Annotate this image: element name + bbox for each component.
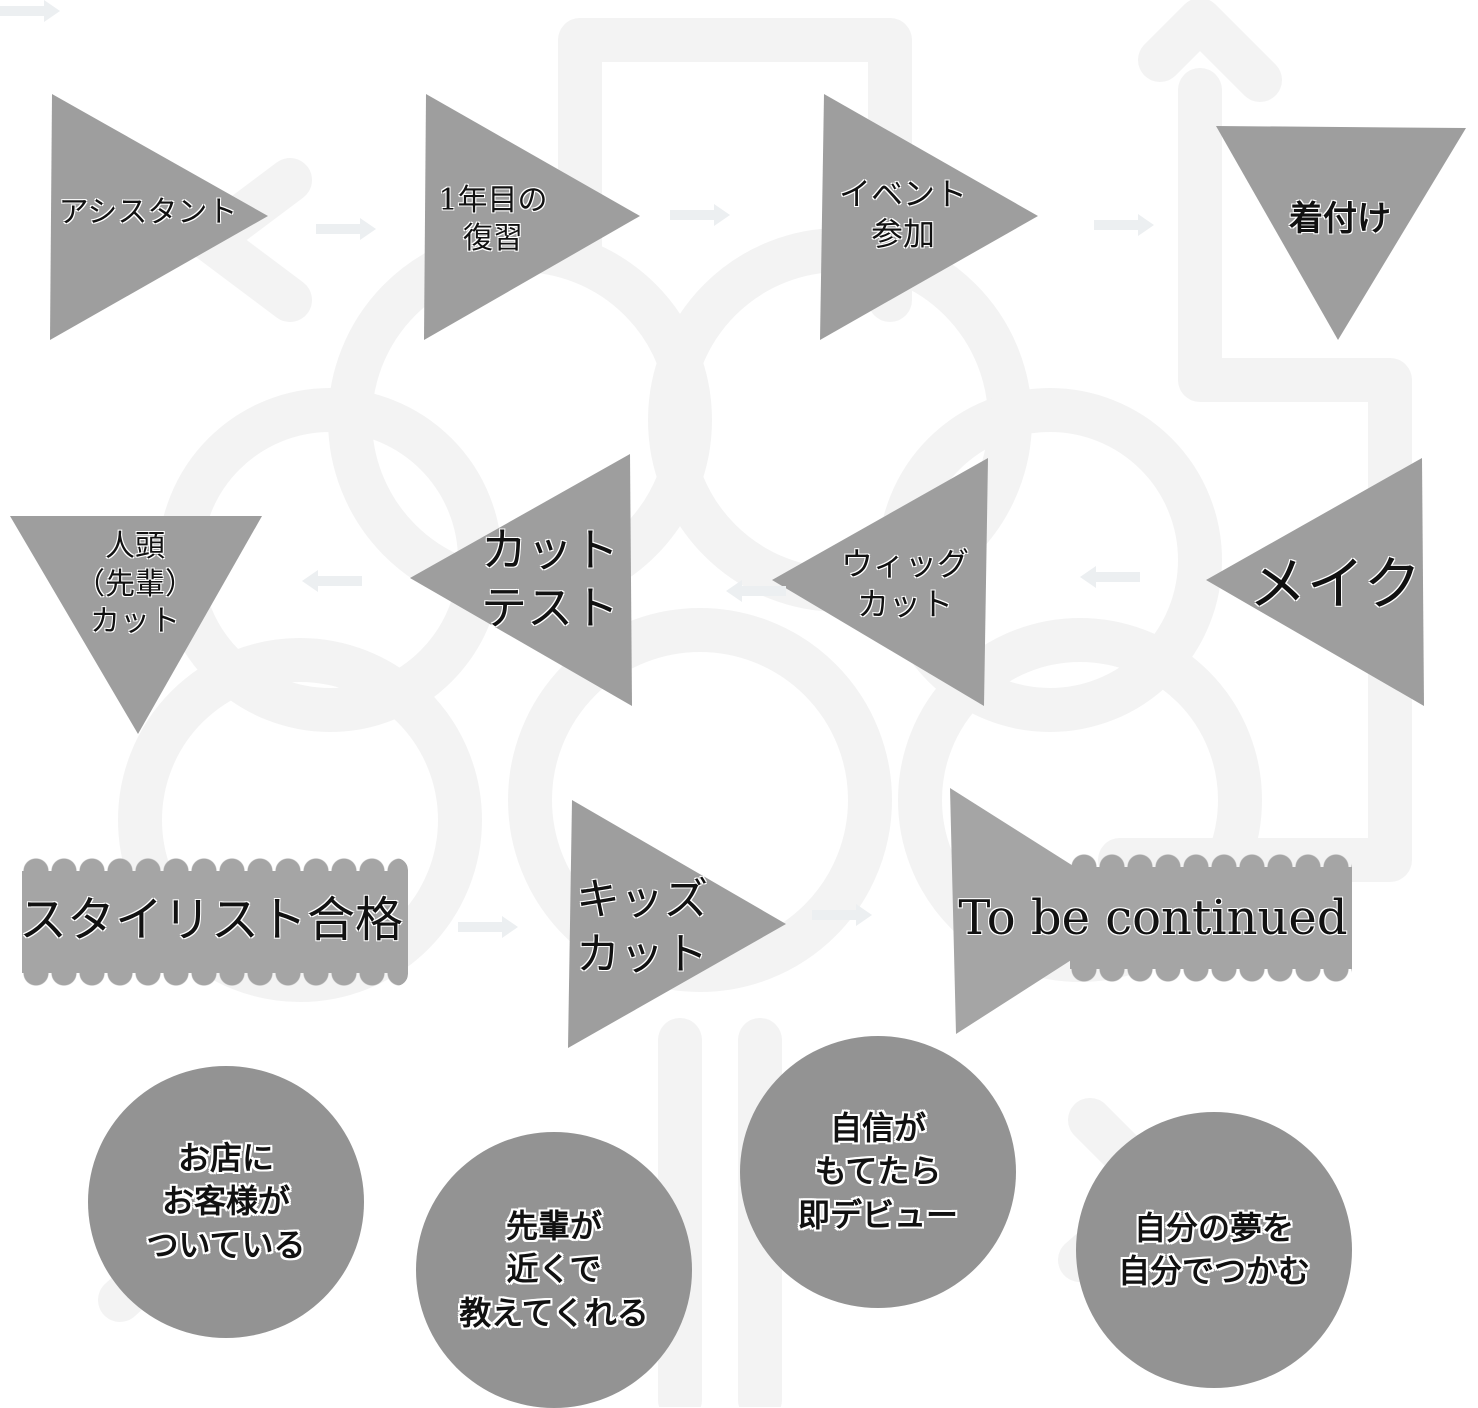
step-stylist-shape bbox=[22, 858, 408, 986]
step-model-cut-label: 人頭 （先輩） カット bbox=[75, 529, 195, 639]
step-cut-test-shape bbox=[410, 454, 632, 706]
feature-customers: お店に お客様が ついている bbox=[88, 1066, 364, 1338]
step-kids-label: キッズ カット bbox=[576, 874, 708, 980]
feature-senpai: 先輩が 近くで 教えてくれる bbox=[416, 1132, 692, 1408]
step-kids-shape bbox=[568, 800, 786, 1048]
step-continued-arrow-shape bbox=[950, 788, 1146, 1034]
step-event-shape bbox=[820, 94, 1038, 340]
step-continued-label: To be continued bbox=[958, 890, 1348, 946]
step-assistant-label: アシスタント bbox=[58, 195, 238, 230]
arrow-icon bbox=[812, 904, 872, 926]
feature-senpai-label: 先輩が 近くで 教えてくれる bbox=[459, 1207, 649, 1332]
arrow-icon bbox=[1080, 566, 1140, 588]
arrow-icon bbox=[670, 204, 730, 226]
step-assistant-shape bbox=[50, 94, 268, 340]
step-kitsuke-shape bbox=[1216, 126, 1466, 340]
arrow-icon bbox=[1094, 214, 1154, 236]
step-review-label: 1年目の 復習 bbox=[438, 183, 548, 256]
step-make-label: メイク bbox=[1248, 550, 1422, 618]
step-cut-test-label: カット テスト bbox=[481, 523, 619, 635]
arrow-icon bbox=[726, 580, 786, 602]
step-model-cut-shape bbox=[10, 516, 262, 734]
feature-dream: 自分の夢を 自分でつかむ bbox=[1076, 1112, 1352, 1388]
arrow-icon bbox=[316, 218, 376, 240]
step-stylist-label: スタイリスト合格 bbox=[18, 892, 403, 948]
step-review-shape bbox=[424, 94, 640, 340]
arrow-icon bbox=[0, 0, 60, 22]
step-wig-label: ウィッグ カット bbox=[840, 545, 969, 623]
feature-dream-label: 自分の夢を 自分でつかむ bbox=[1117, 1208, 1310, 1290]
step-event-label: イベント 参加 bbox=[838, 175, 967, 253]
step-continued-banner-shape bbox=[1070, 854, 1352, 982]
arrow-icon bbox=[302, 570, 362, 592]
step-wig-shape bbox=[772, 458, 988, 706]
feature-debut-label: 自信が もてたら 即デビュー bbox=[797, 1109, 958, 1234]
arrow-icon bbox=[458, 916, 518, 938]
feature-debut: 自信が もてたら 即デビュー bbox=[740, 1036, 1016, 1308]
feature-customers-label: お店に お客様が ついている bbox=[146, 1139, 306, 1264]
step-make-shape bbox=[1206, 458, 1424, 706]
step-kitsuke-label: 着付け bbox=[1289, 199, 1391, 239]
